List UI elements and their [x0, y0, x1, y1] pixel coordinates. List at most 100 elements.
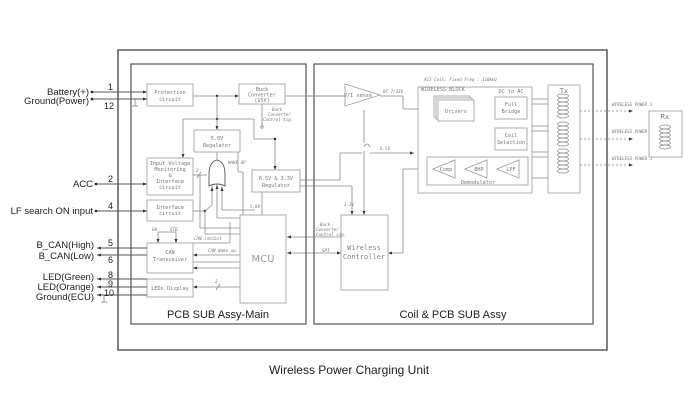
buck-control-label: Buck Converter Control sig. — [263, 107, 293, 122]
block-5v-regulator: 5.0V Regulator — [193, 129, 241, 153]
main-assy-label: PCB SUB Assy-Main — [167, 309, 269, 321]
block-input-voltage-monitoring: Input Voltage Monitoring & Interface cir… — [146, 157, 194, 196]
svg-text:SPI: SPI — [322, 248, 330, 253]
svg-text:WIRELESS BLOCK: WIRELESS BLOCK — [421, 87, 466, 93]
unit-frame — [117, 49, 608, 351]
svg-text:Control sig.: Control sig. — [316, 232, 346, 237]
svg-text:6.5V & 3.3V: 6.5V & 3.3V — [259, 176, 293, 182]
pin-number-1: 1 — [108, 82, 113, 92]
svg-text:Regulator: Regulator — [203, 143, 231, 149]
coil-assy-label: Coil & PCB SUB Assy — [400, 309, 507, 321]
svg-text:Bridge: Bridge — [502, 109, 521, 115]
svg-text:Rx: Rx — [661, 113, 669, 121]
svg-text:STB: STB — [170, 227, 178, 232]
svg-text:EN: EN — [152, 227, 158, 232]
pin-label-acc: ACC — [73, 179, 93, 190]
svg-text:Buck: Buck — [256, 87, 269, 93]
svg-text:2: 2 — [215, 279, 218, 284]
pin-number-12: 12 — [104, 101, 114, 111]
svg-text:Interface: Interface — [156, 179, 184, 185]
svg-text:Control sig.: Control sig. — [263, 117, 293, 122]
svg-text:Demodulator: Demodulator — [461, 180, 495, 186]
block-can-transceiver: CAN Transceiver — [146, 242, 194, 274]
pin-label-battery: Battery(+) — [47, 87, 89, 98]
svg-text:Converter: Converter — [248, 93, 276, 99]
block-mcu: MCU — [239, 214, 287, 304]
coil-wires — [287, 95, 633, 324]
block-wireless-controller: Wireless Controller — [340, 214, 389, 291]
svg-text:Selection: Selection — [497, 140, 525, 146]
pin-label-bcan-high: B_CAN(High) — [36, 240, 94, 251]
coil-annotations: 6.5V 3.3V Buck Converter Control sig. SP… — [316, 146, 391, 253]
block-demodulator: Comp BHP LPF Demodulator — [426, 156, 529, 186]
svg-text:Drivers: Drivers — [445, 109, 467, 115]
block-protection-circuit: Protection circuit — [146, 83, 194, 107]
pin-labels: Battery(+) Ground(Power) ACC LF search O… — [11, 82, 114, 303]
svg-text:5.0V: 5.0V — [250, 204, 261, 209]
svg-text:Interface: Interface — [156, 205, 184, 211]
svg-text:3.3V: 3.3V — [343, 202, 355, 207]
dc-to-ac-label: DC to AC — [499, 89, 524, 95]
diagram-title: Wireless Power Charging Unit — [269, 363, 430, 377]
svg-text:6.5V: 6.5V — [380, 146, 391, 151]
svg-text:Tx: Tx — [560, 87, 568, 95]
tx-coil-3-icon — [557, 148, 569, 174]
tx-coils — [557, 93, 569, 174]
svg-text:CAN inhibit: CAN inhibit — [194, 236, 222, 241]
tx-coil-1-icon — [557, 93, 569, 119]
svg-text:5.0V: 5.0V — [211, 136, 224, 142]
block-drivers: Drivers — [433, 95, 475, 122]
svg-text:Monitoring: Monitoring — [154, 167, 185, 173]
pin-number-10: 10 — [104, 288, 114, 298]
lpf-label: LPF — [506, 167, 515, 173]
svg-text:CAN Wake up: CAN Wake up — [208, 248, 236, 253]
rx-coil — [659, 124, 671, 150]
svg-text:Full: Full — [505, 102, 518, 108]
svg-text:Converter: Converter — [268, 112, 291, 117]
svg-text:circuit: circuit — [159, 211, 181, 217]
pin-label-led-orange: LED(Orange) — [38, 282, 95, 293]
pin-label-ground-ecu: Ground(ECU) — [36, 292, 94, 303]
pin-wires — [90, 90, 147, 303]
svg-text:MCU: MCU — [252, 254, 275, 265]
svg-text:WAKE UP: WAKE UP — [228, 160, 246, 165]
block-coil-selection: Coil Selection — [494, 127, 528, 151]
vi-output-label: DC 7/22V — [382, 89, 404, 94]
block-leds-display: LEDs Display — [146, 278, 194, 298]
pin-label-led-green: LED(Green) — [43, 272, 94, 283]
svg-text:Coil: Coil — [505, 133, 518, 139]
svg-text:Protection: Protection — [154, 90, 185, 96]
svg-text:circuit: circuit — [159, 97, 181, 103]
coil-freq-label: A13 Coil, Fixed Freq : 110kHz — [423, 77, 498, 82]
pin-number-8: 8 — [108, 270, 113, 280]
svg-text:Transceiver: Transceiver — [153, 257, 187, 263]
tx-coil-2-icon — [557, 121, 569, 147]
pin-number-9: 9 — [108, 279, 113, 289]
svg-text:Buck: Buck — [272, 107, 283, 112]
svg-text:CAN: CAN — [165, 250, 174, 256]
pin-label-bcan-low: B_CAN(Low) — [39, 251, 94, 262]
block-tx: Tx — [547, 84, 581, 194]
wireless-power-1-label: WIRELESS POWER 1 — [612, 102, 652, 107]
pin-label-lf-search: LF search ON input — [11, 206, 94, 217]
block-6v5-3v3-regulator: 6.5V & 3.3V Regulator — [251, 169, 301, 193]
svg-text:Buck: Buck — [320, 222, 331, 227]
main-annotations: WAKE UP 5.0V 2 EN STB CAN inhibit CAN Wa… — [152, 160, 261, 284]
svg-text:circuit: circuit — [159, 185, 181, 191]
rx-coil-icon — [659, 124, 671, 150]
svg-text:Controller: Controller — [343, 253, 385, 261]
comp-label: Comp — [440, 167, 453, 173]
svg-text:Wireless: Wireless — [347, 244, 381, 252]
pin-number-4: 4 — [108, 201, 113, 211]
svg-text:Input Voltage: Input Voltage — [150, 161, 191, 167]
wireless-power-2-label: WIRELESS POWER 2 — [612, 129, 653, 134]
pin-label-ground-power: Ground(Power) — [24, 96, 89, 107]
vi-sense-amplifier: V/I sense — [344, 83, 382, 107]
svg-text:V/I sense: V/I sense — [344, 93, 372, 99]
block-full-bridge: Full Bridge — [494, 96, 528, 120]
pin-number-2: 2 — [108, 174, 113, 184]
svg-text:2: 2 — [196, 168, 199, 173]
pin-number-5: 5 — [108, 238, 113, 248]
block-buck-converter: Buck Converter (15V) — [238, 83, 286, 105]
